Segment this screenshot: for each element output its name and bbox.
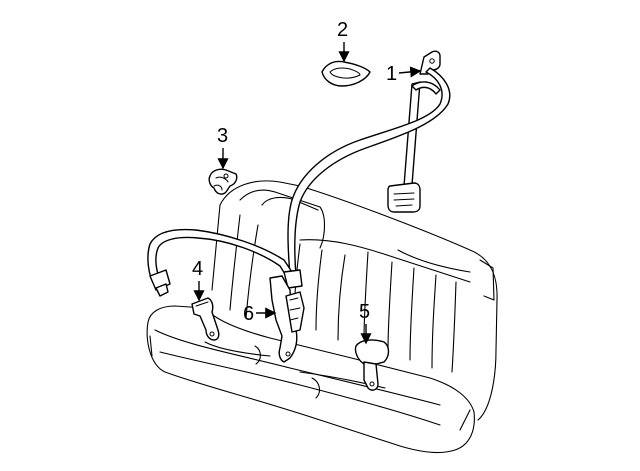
svg-text:2: 2 (337, 19, 348, 41)
svg-text:6: 6 (243, 303, 254, 325)
part-1-shoulder-belt (287, 50, 451, 277)
callout-3: 3 (217, 125, 229, 170)
svg-text:1: 1 (386, 63, 397, 85)
part-4-left-anchor (191, 297, 220, 341)
part-6-center-buckle (269, 275, 305, 363)
callout-1: 1 (386, 63, 422, 85)
callout-4: 4 (192, 258, 205, 302)
callout-6: 6 (243, 303, 277, 325)
svg-text:4: 4 (192, 258, 203, 280)
callout-5: 5 (359, 301, 372, 345)
svg-text:5: 5 (359, 301, 370, 323)
callout-2: 2 (337, 19, 350, 63)
part-5-right-buckle (354, 339, 390, 391)
lap-belt-webbing (147, 228, 303, 297)
part-2-escutcheon (321, 60, 371, 87)
svg-text:3: 3 (217, 125, 228, 147)
